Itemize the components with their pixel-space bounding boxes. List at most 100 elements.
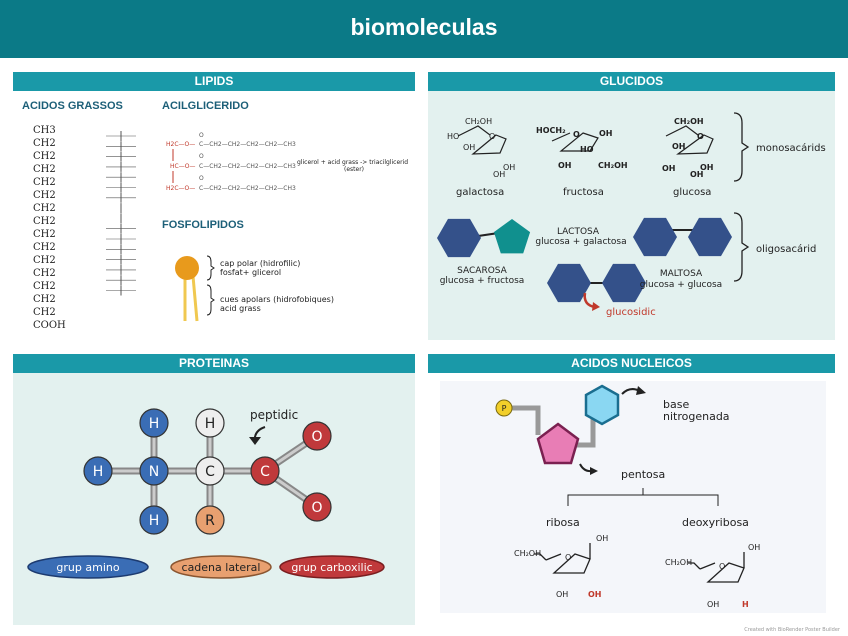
svg-text:OH: OH: [596, 534, 608, 543]
head-sublabel: fosfat+ glicerol: [220, 268, 281, 277]
phospholipids-heading: FOSFOLIPIDOS: [162, 219, 244, 231]
svg-text:C—CH2—CH2—CH2—CH2—CH3: C—CH2—CH2—CH2—CH2—CH3: [199, 185, 296, 192]
chain-unit: CH2: [33, 177, 56, 188]
svg-text:HO: HO: [580, 145, 594, 154]
svg-text:CH₂OH: CH₂OH: [598, 161, 628, 170]
svg-text:O: O: [199, 153, 204, 160]
svg-text:OH: OH: [748, 543, 760, 552]
lactose-desc: glucosa + galactosa: [535, 237, 626, 247]
atom-c: C: [195, 456, 225, 486]
fatty-acids-heading: ACIDOS GRASSOS: [22, 100, 123, 112]
svg-text:H: H: [149, 416, 160, 432]
maltose-label: MALTOSA: [660, 269, 703, 279]
nucleotide-diagram: P base nitrogenada pentosa ribosa deoxyr…: [440, 381, 826, 613]
lipids-diagram: CH3CH2CH2CH2CH2CH2CH2CH2CH2CH2CH2CH2CH2C…: [33, 125, 408, 331]
svg-text:OH: OH: [662, 164, 676, 173]
base-sublabel: nitrogenada: [663, 410, 730, 423]
svg-text:O: O: [311, 500, 322, 516]
svg-text:OH: OH: [556, 590, 568, 599]
tail-sublabel: acid grass: [220, 304, 261, 313]
fatty-acid-formula: CH3CH2CH2CH2CH2CH2CH2CH2CH2CH2CH2CH2CH2C…: [33, 125, 66, 331]
oligo-label: oligosacárid: [756, 243, 816, 255]
maltose-desc: glucosa + glucosa: [640, 280, 722, 290]
svg-text:OH: OH: [558, 161, 572, 170]
galactose-label: galactosa: [456, 187, 504, 198]
svg-text:R: R: [205, 513, 215, 529]
mono-brace-icon: [733, 112, 750, 182]
side-chain-pill: [170, 555, 272, 579]
svg-text:H2C—O—: H2C—O—: [166, 185, 195, 192]
atom-h: H: [139, 408, 169, 438]
svg-text:O: O: [199, 175, 204, 182]
chain-unit: CH2: [33, 242, 56, 253]
hexagon-icon: [688, 217, 732, 257]
svg-text:C—CH2—CH2—CH2—CH2—CH3: C—CH2—CH2—CH2—CH2—CH3: [199, 163, 296, 170]
lactose-label: LACTOSA: [557, 227, 600, 237]
svg-text:HC—O—: HC—O—: [170, 163, 195, 170]
svg-text:O: O: [573, 130, 580, 139]
svg-text:N: N: [149, 464, 159, 480]
atom-h: H: [195, 408, 225, 438]
page-title: biomoleculas: [0, 0, 848, 58]
base-icon: [584, 384, 620, 426]
phospholipid-icon: [175, 255, 215, 322]
pentose-icon: [536, 422, 580, 465]
svg-text:HO: HO: [447, 132, 459, 141]
sucrose-label: SACAROSA: [457, 266, 508, 276]
svg-text:C: C: [205, 464, 215, 480]
glucids-header: GLUCIDOS: [428, 72, 835, 91]
fatty-acid-skeletal-icon: [106, 131, 136, 296]
phosphate-icon: P: [502, 404, 507, 413]
hexagon-icon: [437, 218, 481, 258]
svg-text:OH: OH: [588, 590, 602, 599]
svg-text:O: O: [565, 553, 571, 562]
chain-unit: CH2: [33, 151, 56, 162]
svg-text:H2C—O—: H2C—O—: [166, 141, 195, 148]
svg-text:OH: OH: [503, 163, 515, 172]
ribose-label: ribosa: [546, 516, 580, 529]
svg-text:CH₂OH: CH₂OH: [514, 549, 541, 558]
carboxyl-group-pill: [279, 555, 385, 579]
chain-unit: CH2: [33, 164, 56, 175]
chain-unit: CH2: [33, 229, 56, 240]
chain-unit: CH2: [33, 281, 56, 292]
peptide-label: peptidic: [250, 408, 298, 422]
chain-unit: CH2: [33, 255, 56, 266]
base-label: base: [663, 398, 689, 411]
tail-label: cues apolars (hidrofobiques): [220, 295, 334, 304]
chain-unit: CH2: [33, 294, 56, 305]
svg-text:O: O: [199, 132, 204, 139]
carboxyl-group-label: grup carboxilic: [291, 561, 372, 574]
svg-text:H: H: [93, 464, 104, 480]
lipids-header: LIPIDS: [13, 72, 415, 91]
chain-unit: CH2: [33, 268, 56, 279]
chain-unit: CH3: [33, 125, 56, 136]
chain-unit: COOH: [33, 320, 66, 331]
hexagon-icon: [602, 263, 646, 303]
svg-text:O: O: [697, 132, 704, 141]
svg-text:OH: OH: [707, 600, 719, 609]
nucleic-panel: P base nitrogenada pentosa ribosa deoxyr…: [428, 373, 835, 625]
glucose-label: glucosa: [673, 187, 711, 198]
svg-text:H: H: [742, 600, 749, 609]
fructose-label: fructosa: [563, 187, 604, 198]
svg-text:O: O: [489, 132, 495, 141]
atom-c: C: [250, 456, 280, 486]
lipids-panel: ACIDOS GRASSOS ACILGLICERIDO FOSFOLIPIDO…: [13, 91, 415, 340]
svg-text:OH: OH: [672, 142, 686, 151]
atom-o: O: [302, 421, 332, 451]
chain-unit: CH2: [33, 216, 56, 227]
hexagon-icon: [547, 263, 591, 303]
atom-h: H: [83, 456, 113, 486]
chain-unit: CH2: [33, 138, 56, 149]
atom-r: R: [195, 505, 225, 535]
svg-text:CH₂OH: CH₂OH: [665, 558, 692, 567]
chain-unit: CH2: [33, 203, 56, 214]
svg-text:OH: OH: [463, 143, 475, 152]
svg-text:OH: OH: [493, 170, 505, 179]
chain-unit: CH2: [33, 190, 56, 201]
